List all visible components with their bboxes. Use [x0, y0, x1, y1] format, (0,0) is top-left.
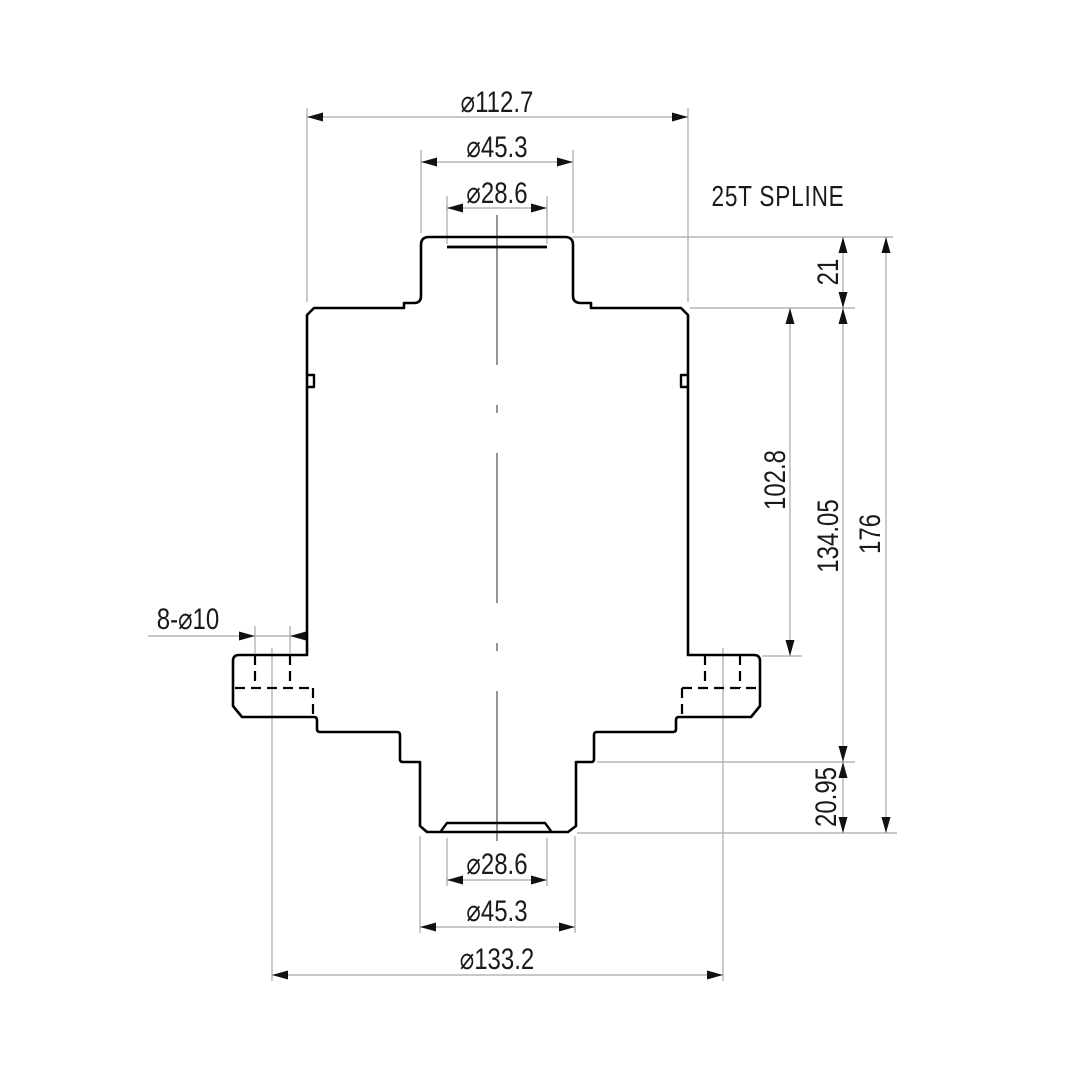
- left-groove-tab: [307, 373, 316, 389]
- hidden-lines: [235, 655, 759, 716]
- arrow-left: [307, 112, 323, 122]
- arrow-left: [290, 631, 306, 641]
- arrow-right: [707, 970, 723, 980]
- dim-label-spline-length: 21: [810, 259, 844, 286]
- dim-label-bottom-boss-length: 20.95: [808, 767, 842, 827]
- spline-bore-bottom-chamfer: [440, 821, 552, 832]
- dim-label-bottom-bore: ⌀28.6: [466, 846, 527, 880]
- dim-label-body-length: 102.8: [757, 450, 791, 510]
- arrow-left: [447, 875, 463, 885]
- dimension-labels: ⌀112.7 ⌀45.3 ⌀28.6 25T SPLINE 21 102.8 1…: [157, 84, 887, 975]
- part-geometry: [231, 235, 762, 834]
- spline-note: 25T SPLINE: [711, 179, 844, 212]
- dim-label-upper-length: 134.05: [810, 499, 844, 572]
- arrow-up: [838, 308, 848, 324]
- arrow-right: [559, 922, 575, 932]
- extension-lines: [254, 108, 897, 933]
- arrow-up: [838, 762, 848, 778]
- dim-label-top-boss-od: ⌀45.3: [466, 129, 527, 163]
- arrow-down: [881, 817, 891, 833]
- arrow-down: [838, 292, 848, 308]
- arrow-right: [557, 157, 573, 167]
- dim-label-top-bore: ⌀28.6: [466, 175, 527, 209]
- arrow-up: [838, 237, 848, 253]
- right-groove-tab: [679, 373, 688, 389]
- arrow-up: [785, 308, 795, 324]
- arrow-down: [785, 640, 795, 656]
- arrow-right: [531, 875, 547, 885]
- arrow-right: [672, 112, 688, 122]
- dimension-lines: [148, 116, 887, 976]
- part-outline: [231, 235, 762, 834]
- arrow-down: [838, 746, 848, 762]
- arrow-left: [272, 970, 288, 980]
- arrow-left: [420, 922, 436, 932]
- arrow-right: [239, 631, 255, 641]
- arrow-down: [838, 817, 848, 833]
- arrow-up: [881, 237, 891, 253]
- centerlines: [271, 215, 724, 981]
- arrow-left: [421, 157, 437, 167]
- dim-label-bottom-boss-od: ⌀45.3: [466, 893, 527, 927]
- dim-label-top-od: ⌀112.7: [461, 84, 534, 118]
- dim-label-bolt-circle: ⌀133.2: [460, 941, 534, 975]
- arrow-right: [531, 203, 547, 213]
- dim-label-total-length: 176: [852, 514, 886, 554]
- dimension-arrows: [239, 112, 891, 980]
- hole-callout-label: 8-⌀10: [157, 601, 219, 635]
- arrow-left: [447, 203, 463, 213]
